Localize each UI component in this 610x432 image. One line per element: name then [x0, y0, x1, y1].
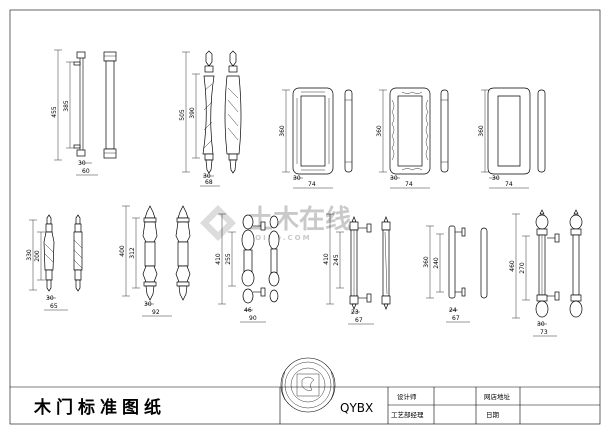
dim-width: 92 — [152, 309, 160, 316]
handle-7: 400 312 30 92 — [119, 205, 191, 317]
handle-1: 455 385 30 60 — [51, 49, 117, 176]
dim-width: 74 — [405, 181, 413, 188]
dim-width: 65 — [50, 303, 58, 310]
watermark-text: 土木在线 — [247, 205, 351, 235]
dim-depth: 23 — [351, 309, 359, 316]
drawing-title: 木门标准图纸 — [33, 397, 166, 418]
handle-9: 410 245 23 67 — [323, 213, 391, 325]
dim-depth: 30 — [78, 160, 86, 167]
dim-depth: 30 — [390, 175, 398, 182]
dim-height: 400 — [119, 245, 126, 257]
dim-height: 360 — [279, 125, 286, 137]
handle-10: 360 240 24 67 — [423, 225, 488, 323]
handle-11: 460 270 30 73 — [509, 209, 583, 337]
dim-height: 410 — [323, 253, 330, 265]
dim-height: 360 — [478, 125, 485, 137]
designer-label: 设计师 — [397, 392, 417, 401]
dim-depth: 30 — [293, 175, 301, 182]
handle-3: 360 30 74 — [279, 87, 353, 189]
dim-height: 460 — [509, 260, 516, 272]
watermark-sub: COIBO.COM — [248, 234, 312, 242]
dim-depth: 30 — [537, 321, 545, 328]
dim-center: 390 — [189, 107, 196, 119]
dim-height: 505 — [179, 109, 186, 121]
dim-center: 255 — [225, 253, 232, 265]
dim-height: 330 — [26, 249, 33, 261]
date-label: 日期 — [486, 411, 500, 419]
dim-height: 410 — [215, 253, 222, 265]
title-block: 木门标准图纸 QYBX 设计师 网店地址 工艺部经理 日期 — [10, 357, 600, 424]
dim-height: 360 — [423, 256, 430, 268]
dim-height: 360 — [376, 125, 383, 137]
dim-center: 385 — [63, 100, 70, 112]
sheet-border — [9, 9, 601, 425]
dim-depth: 30 — [203, 173, 211, 180]
project-label: 网店地址 — [484, 392, 511, 401]
dim-center: 270 — [519, 262, 526, 274]
dim-width: 67 — [452, 315, 460, 322]
dim-depth: 46 — [244, 307, 252, 314]
dim-width: 68 — [205, 179, 213, 186]
dim-height: 455 — [51, 106, 58, 118]
handle-8: 410 255 46 90 — [215, 213, 280, 323]
dim-width: 73 — [540, 329, 548, 336]
handle-5: 360 30 74 — [478, 87, 546, 189]
dim-width: 74 — [505, 181, 513, 188]
manager-label: 工艺部经理 — [391, 410, 424, 419]
company-emblem — [280, 357, 336, 413]
drawing-code: QYBX — [340, 401, 373, 415]
dim-width: 74 — [308, 181, 316, 188]
handle-4: 360 30 74 — [376, 87, 449, 189]
handle-6: 330 200 30 65 — [26, 214, 83, 311]
dim-width: 90 — [249, 315, 257, 322]
dim-depth: 30 — [492, 175, 500, 182]
dim-depth: 24 — [449, 307, 457, 314]
dim-depth: 30 — [144, 301, 152, 308]
handle-2: 505 390 30 68 — [179, 50, 242, 187]
dim-center: 245 — [333, 254, 340, 266]
dim-width: 67 — [355, 317, 363, 324]
dim-depth: 30 — [46, 295, 54, 302]
dim-center: 200 — [34, 250, 41, 262]
dim-center: 312 — [129, 247, 136, 259]
dim-center: 240 — [433, 257, 440, 269]
dim-width: 60 — [82, 168, 90, 175]
